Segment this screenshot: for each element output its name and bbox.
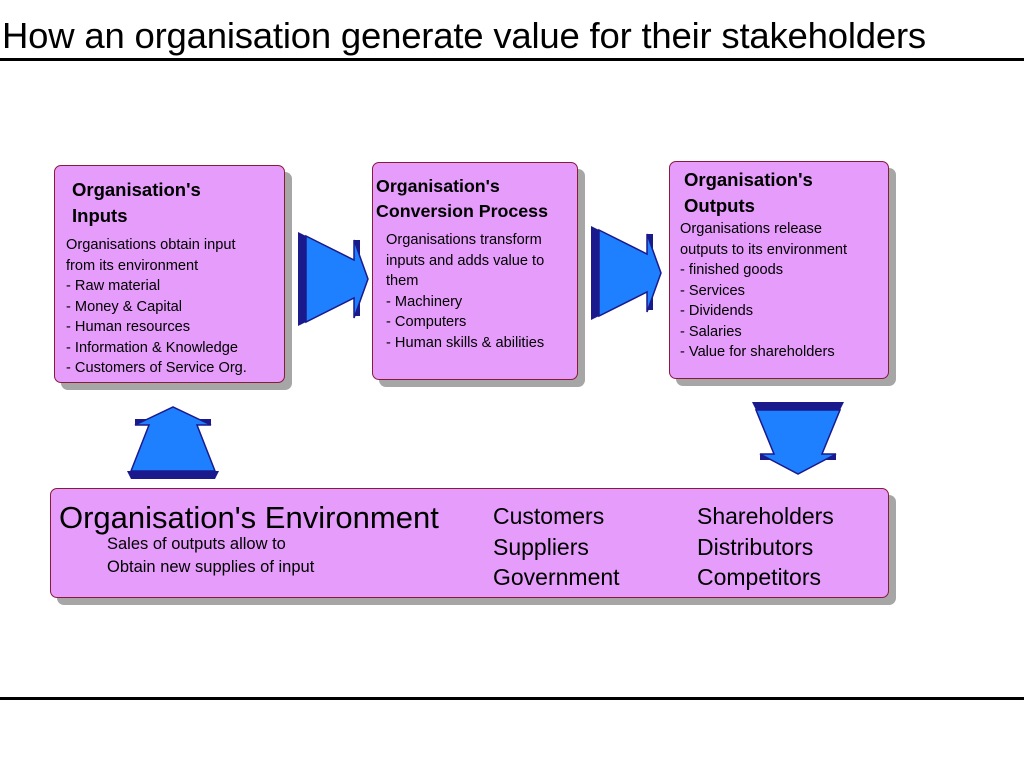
conversion-box: Organisation's Conversion Process Organi… <box>372 162 578 380</box>
outputs-box: Organisation's Outputs Organisations rel… <box>669 161 889 379</box>
inputs-text: Organisations obtain input from its envi… <box>66 237 247 376</box>
inputs-box: Organisation's Inputs Organisations obta… <box>54 165 285 383</box>
right-arrow-icon <box>591 226 662 320</box>
environment-title: Organisation's Environment <box>59 500 439 535</box>
environment-stakeholders-column-1: Customers Suppliers Government <box>493 503 620 590</box>
title-underline <box>0 58 1024 61</box>
environment-stakeholders-column-2: Shareholders Distributors Competitors <box>697 503 834 590</box>
up-arrow-icon <box>127 406 219 479</box>
environment-text: Sales of outputs allow to Obtain new sup… <box>107 535 315 576</box>
page-title: How an organisation generate value for t… <box>2 15 926 56</box>
footer-rule <box>0 697 1024 700</box>
right-arrow-icon <box>298 232 369 326</box>
inputs-title: Organisation's Inputs <box>72 179 201 226</box>
environment-box: Organisation's Environment Sales of outp… <box>50 488 889 598</box>
outputs-text: Organisations release outputs to its env… <box>680 221 848 360</box>
conversion-text: Organisations transform inputs and adds … <box>386 232 545 351</box>
down-arrow-icon <box>752 402 844 475</box>
conversion-title: Organisation's Conversion Process <box>376 176 548 221</box>
outputs-title: Organisation's Outputs <box>684 169 813 216</box>
